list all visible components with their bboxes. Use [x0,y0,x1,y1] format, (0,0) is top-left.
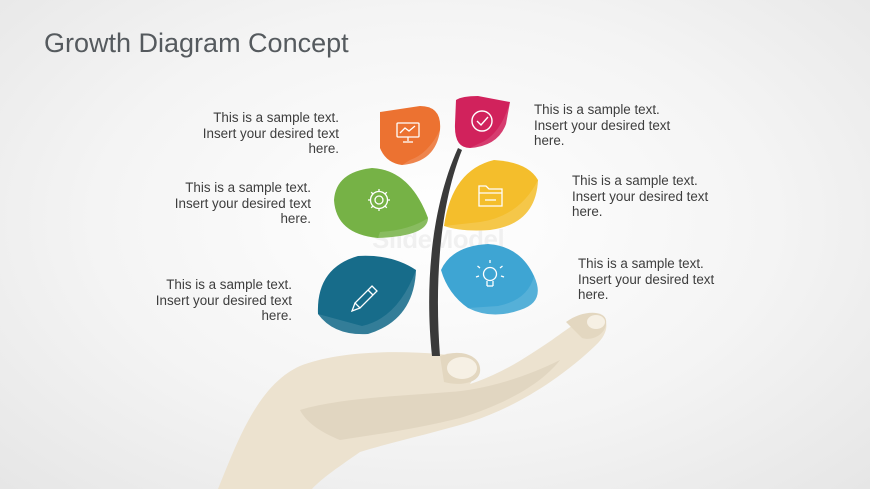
text-line: Insert your desired text [202,125,339,141]
leaf-shape [441,244,538,315]
monitor-chart-icon [396,122,420,143]
leaf-highlight [444,180,538,231]
text-block-top-right: This is a sample text. Insert your desir… [534,102,724,149]
text-line: Insert your desired text [534,117,671,133]
lightbulb-icon [475,260,505,287]
text-block-middle-right: This is a sample text. Insert your desir… [572,173,762,220]
text-line: This is a sample text. [185,180,311,195]
thumb-nail [447,357,477,379]
leaf-orange [380,106,441,165]
text-line: This is a sample text. [166,277,292,292]
text-line: This is a sample text. [578,256,704,271]
leaf-shape [380,106,441,165]
text-line: Insert your desired text [578,271,715,287]
text-line: This is a sample text. [534,102,660,117]
leaf-shape [454,96,510,148]
leaf-teal [317,255,416,335]
gear-icon [368,189,390,211]
open-hand-illustration [218,312,607,489]
text-line: Insert your desired text [174,195,311,211]
leaf-highlight [318,270,416,335]
text-line: This is a sample text. [213,110,339,125]
text-line: here. [261,308,292,324]
text-line: here. [578,287,609,303]
text-line: Insert your desired text [572,188,709,204]
text-block-bottom-left: This is a sample text. Insert your desir… [102,277,292,324]
check-circle-icon [471,110,493,132]
leaf-shape [444,160,538,231]
leaf-sky [441,244,538,315]
leaf-highlight [470,102,510,148]
leaf-green [334,168,428,238]
leaf-magenta [454,96,510,148]
hand-shadow [300,360,560,440]
leaf-yellow [444,160,538,231]
text-line: here. [308,141,339,157]
folder-icon [478,185,503,207]
text-block-bottom-right: This is a sample text. Insert your desir… [578,256,768,303]
text-line: here. [534,133,565,149]
leaf-highlight [402,130,440,165]
stem [429,148,462,356]
text-line: Insert your desired text [155,292,292,308]
finger-nail [587,315,605,329]
text-line: here. [280,211,311,227]
text-block-top-left: This is a sample text. Insert your desir… [149,110,339,157]
text-line: This is a sample text. [572,173,698,188]
text-block-middle-left: This is a sample text. Insert your desir… [121,180,311,227]
leaf-highlight [468,276,538,315]
leaf-highlight [378,218,428,238]
leaf-shape [317,255,416,335]
pencil-icon [350,285,378,313]
slide-title: Growth Diagram Concept [44,28,349,58]
text-line: here. [572,204,603,220]
